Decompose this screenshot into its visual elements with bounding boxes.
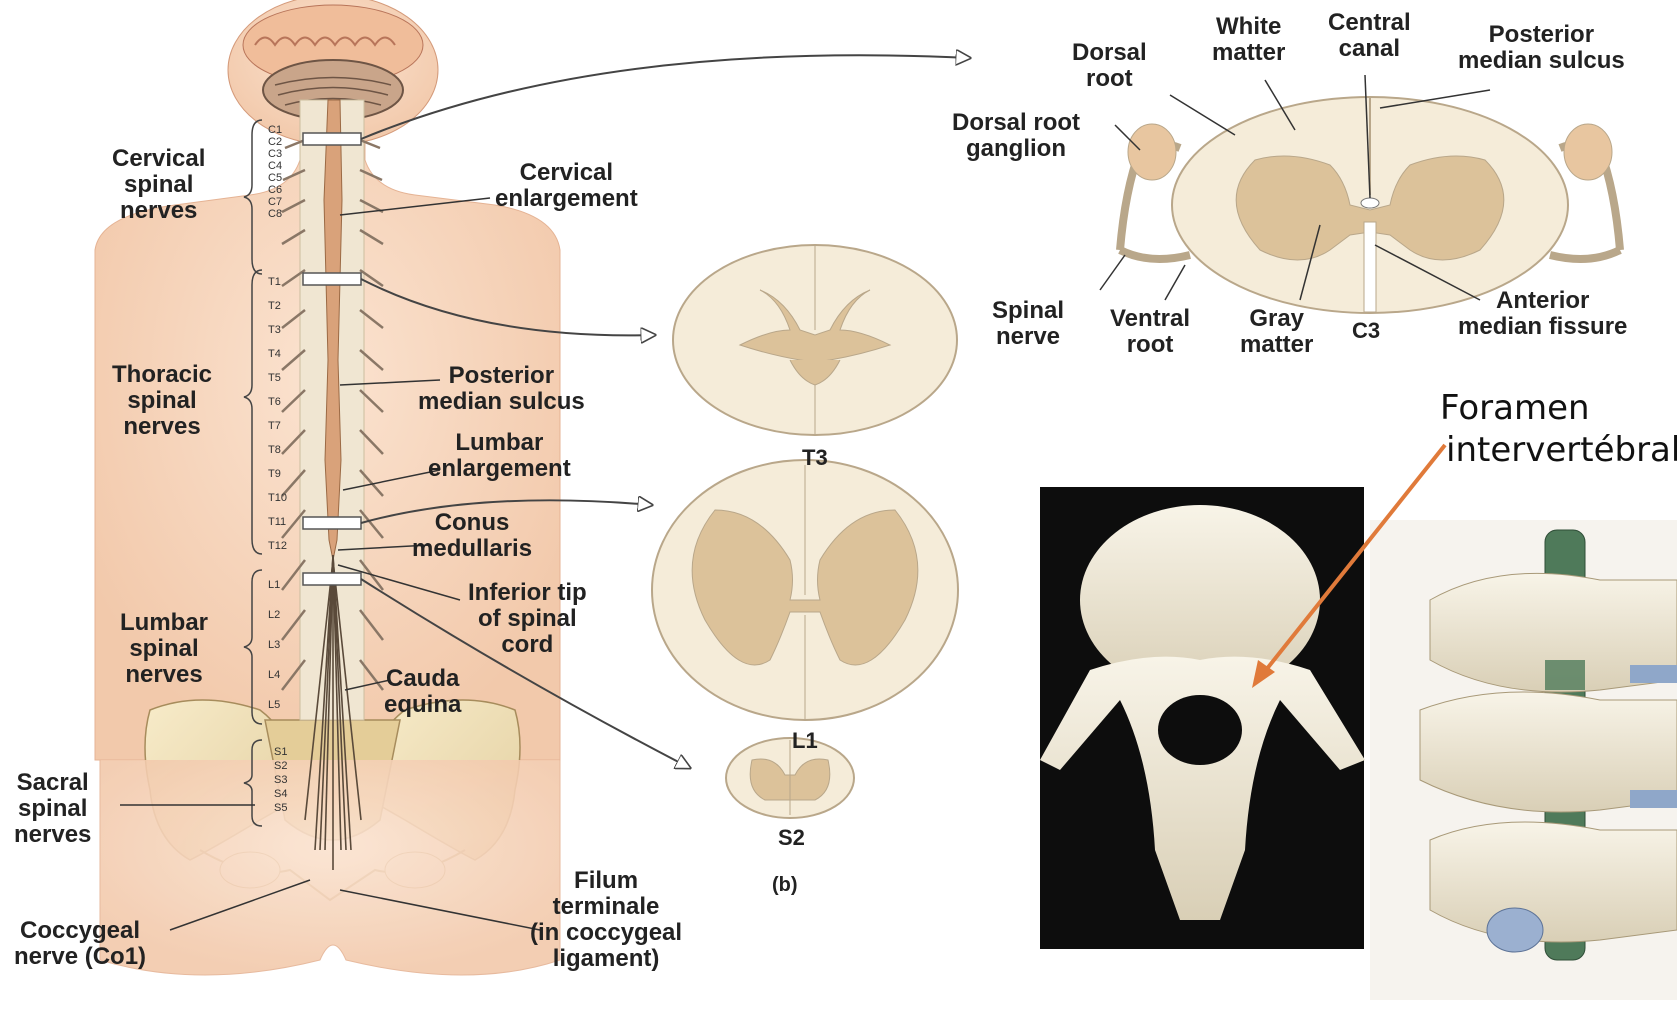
label-coccygeal-nerve: Coccygeal nerve (Co1) [14, 918, 146, 970]
label-intervertebral: intervertébral [1446, 430, 1677, 470]
label-dorsal-root: Dorsal root [1072, 40, 1147, 92]
section-label-t3: T3 [802, 445, 828, 471]
section-label-s2: S2 [778, 825, 805, 851]
c3-cross-section [1100, 75, 1620, 313]
label-anterior-median-fissure: Anterior median fissure [1458, 288, 1627, 340]
column-illustration [1370, 520, 1677, 1000]
label-conus-medullaris: Conus medullaris [412, 510, 532, 562]
label-dorsal-root-ganglion: Dorsal root ganglion [952, 110, 1080, 162]
label-filum-terminale: Filum terminale (in coccygeal ligament) [530, 868, 682, 972]
label-posterior-median-sulcus-a: Posterior median sulcus [418, 363, 585, 415]
label-foramen: Foramen [1440, 388, 1590, 428]
label-gray-matter: Gray matter [1240, 306, 1313, 358]
label-sacral-spinal-nerves: Sacral spinal nerves [14, 770, 91, 848]
label-posterior-median-sulcus-c3: Posterior median sulcus [1458, 22, 1625, 74]
label-ventral-root: Ventral root [1110, 306, 1190, 358]
label-white-matter: White matter [1212, 14, 1285, 66]
label-cauda-equina: Cauda equina [384, 666, 461, 718]
section-l1 [652, 460, 958, 720]
buttocks [100, 760, 560, 975]
label-c3: C3 [1352, 318, 1380, 344]
label-cervical-spinal-nerves: Cervical spinal nerves [112, 146, 205, 224]
section-label-l1: L1 [792, 728, 818, 754]
label-central-canal: Central canal [1328, 10, 1411, 62]
label-thoracic-spinal-nerves: Thoracic spinal nerves [112, 362, 212, 440]
label-lumbar-spinal-nerves: Lumbar spinal nerves [120, 610, 208, 688]
label-lumbar-enlargement: Lumbar enlargement [428, 430, 571, 482]
section-t3 [673, 245, 957, 435]
vertebra-photo [1040, 487, 1365, 949]
label-inferior-tip: Inferior tip of spinal cord [468, 580, 587, 658]
label-cervical-enlargement: Cervical enlargement [495, 160, 638, 212]
section-s2 [726, 738, 854, 818]
panel-label-b: (b) [772, 872, 798, 898]
label-spinal-nerve: Spinal nerve [992, 298, 1064, 350]
